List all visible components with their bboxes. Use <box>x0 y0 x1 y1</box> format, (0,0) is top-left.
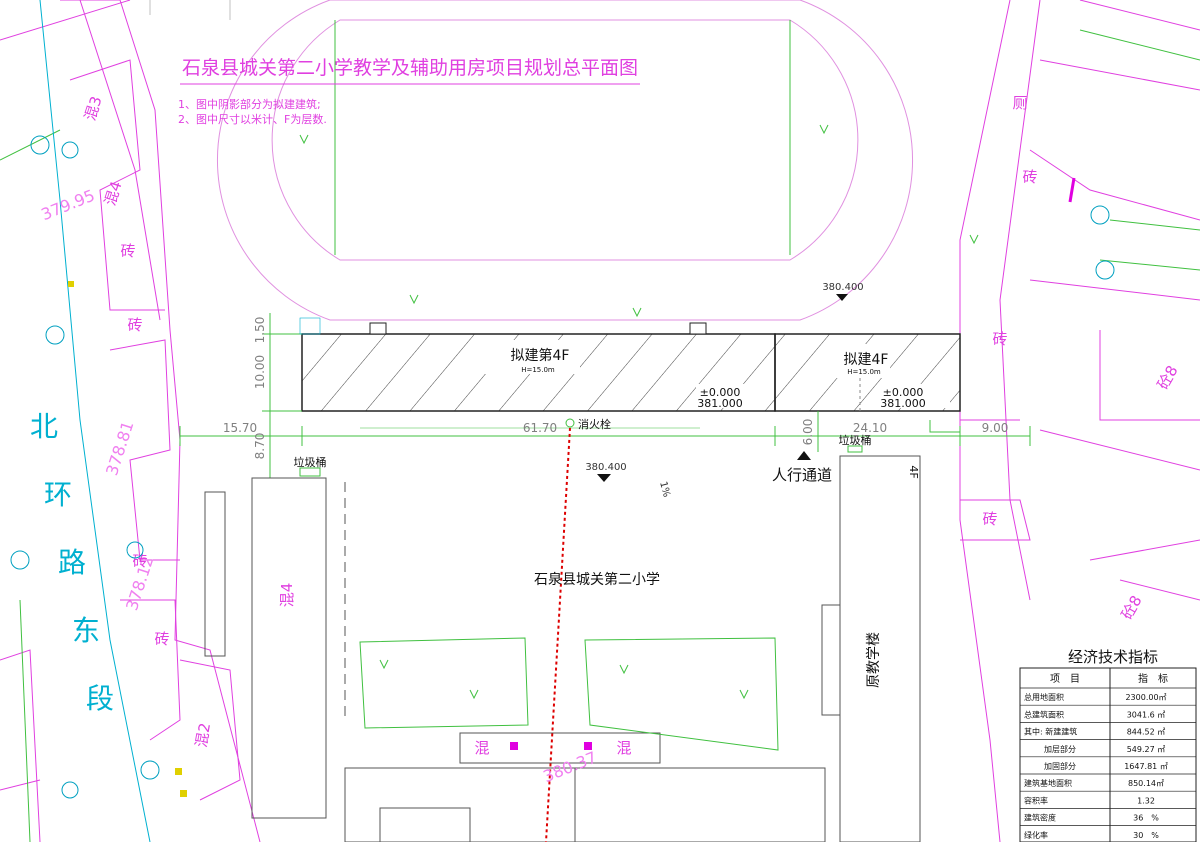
school-label: 石泉县城关第二小学 <box>534 571 660 588</box>
label-zhuan-east-1: 砖 <box>1022 168 1037 186</box>
tree-symbols <box>10 135 1119 799</box>
dimension-lines <box>179 313 1031 478</box>
dim-1-50: 1.50 <box>253 317 267 344</box>
proposed-east-elev-abs: 381.000 <box>880 397 926 410</box>
econ-row-value: 2300.00㎡ <box>1125 693 1166 702</box>
label-hun-1: 混 <box>474 739 489 757</box>
proposed-west-height: H=15.0m <box>521 366 555 374</box>
label-tong-1: 砼8 <box>1154 362 1182 392</box>
pedestrian-arrow <box>797 451 811 460</box>
econ-row-item: 其中: 新建建筑 <box>1024 727 1077 737</box>
label-zhuan-east-2: 砖 <box>992 330 1007 348</box>
econ-row-value: 1647.81 ㎡ <box>1124 762 1168 771</box>
econ-header-value: 指 标 <box>1138 672 1168 685</box>
elev-378-81: 378.81 <box>102 419 137 478</box>
west-road-greenline <box>0 129 61 842</box>
elev-school: 380.400 <box>585 462 626 473</box>
west-elev-bg <box>696 384 766 408</box>
label-hun2: 混2 <box>192 721 214 748</box>
dim-24-10: 24.10 <box>853 421 887 435</box>
dim-15-70: 15.70 <box>223 421 257 435</box>
proposed-west-elev-abs: 381.000 <box>697 397 743 410</box>
proposed-west-elev-design: ±0.000 <box>700 386 741 399</box>
marker-square-2 <box>584 742 592 750</box>
drawing-title: 石泉县城关第二小学教学及辅助用房项目规划总平面图 <box>182 57 638 79</box>
econ-row-value: 844.52 ㎡ <box>1127 728 1166 737</box>
road-char-5: 段 <box>86 682 114 715</box>
road-char-1: 北 <box>30 410 58 443</box>
grass-marks <box>299 124 979 700</box>
road-char-3: 路 <box>58 546 86 579</box>
econ-row-value: 850.14㎡ <box>1128 779 1164 788</box>
label-hun4-school: 混4 <box>278 583 296 608</box>
existing-teaching-floors: 4F <box>907 465 920 478</box>
econ-row-value: 3041.6 ㎡ <box>1127 710 1166 719</box>
east-label-bg <box>835 344 890 378</box>
elev-north: 380.400 <box>822 282 863 293</box>
trash-west-label: 垃圾桶 <box>294 455 327 469</box>
east-greenline <box>1079 29 1200 271</box>
label-tong-2: 砼8 <box>1118 592 1146 622</box>
trash-east-label: 垃圾桶 <box>839 433 872 447</box>
econ-row-item: 总用地面积 <box>1024 692 1064 702</box>
existing-teaching-label: 原教学楼 <box>866 632 882 688</box>
elev-marker-school <box>597 474 611 482</box>
label-zhuan-4: 砖 <box>154 630 169 648</box>
east-elev-bg <box>880 384 950 408</box>
slope-label: 1% <box>657 480 672 498</box>
econ-row-item: 加层部分 <box>1044 744 1076 754</box>
label-hun3: 混3 <box>81 94 106 123</box>
east-marker <box>1068 177 1076 203</box>
note-1: 1、图中阴影部分为拟建建筑; <box>178 97 321 111</box>
dim-9-00: 9.00 <box>982 421 1009 435</box>
west-label-bg <box>470 340 580 374</box>
econ-row-item: 建筑基地面积 <box>1024 778 1072 788</box>
green-areas <box>359 637 779 751</box>
label-zhuan-2: 砖 <box>127 316 142 334</box>
note-2: 2、图中尺寸以米计、F为层数. <box>178 112 327 126</box>
econ-row-value: 1.32 <box>1137 796 1155 805</box>
label-ce: 厕 <box>1012 94 1027 112</box>
label-zhuan-3: 砖 <box>132 552 147 570</box>
econ-table-title: 经济技术指标 <box>1068 648 1158 666</box>
existing-buildings <box>204 317 921 842</box>
label-hun4-west: 混4 <box>101 179 126 208</box>
west-road-cyanline <box>39 0 151 842</box>
road-char-2: 环 <box>44 478 72 511</box>
label-zhuan-east-3: 砖 <box>982 510 997 528</box>
label-zhuan-1: 砖 <box>120 242 135 260</box>
west-boundaries <box>0 0 261 842</box>
econ-row-value: 36 % <box>1133 814 1159 823</box>
pedestrian-label: 人行通道 <box>772 466 832 484</box>
marker-square-1 <box>510 742 518 750</box>
elev-380-37: 380.37 <box>540 748 599 787</box>
hydrant-label: 消火栓 <box>578 417 611 431</box>
econ-row-value: 549.27 ㎡ <box>1127 745 1166 754</box>
road-char-4: 东 <box>72 614 100 647</box>
proposed-west-label: 拟建第4F <box>511 347 570 364</box>
running-track <box>149 0 913 321</box>
proposed-east-label: 拟建4F <box>844 352 889 368</box>
proposed-east-height: H=15.0m <box>847 368 881 376</box>
dim-6-00: 6.00 <box>801 419 815 446</box>
light-poles <box>68 281 187 797</box>
econ-row-item: 总建筑面积 <box>1024 709 1064 719</box>
dim-8-70: 8.70 <box>253 433 267 460</box>
hydrant-symbol <box>565 418 575 428</box>
econ-row-value: 30 % <box>1133 831 1159 840</box>
east-boundaries <box>959 0 1200 842</box>
econ-row-item: 容积率 <box>1024 795 1048 805</box>
elev-marker-north <box>836 294 848 301</box>
econ-row-item: 加固部分 <box>1044 761 1076 771</box>
elev-379-95: 379.95 <box>38 186 97 225</box>
dim-61-70: 61.70 <box>523 421 557 435</box>
label-hun-2: 混 <box>616 739 631 757</box>
dim-10-00: 10.00 <box>253 355 267 389</box>
econ-row-item: 建筑密度 <box>1024 813 1056 823</box>
econ-header-item: 项 目 <box>1050 673 1080 685</box>
econ-row-item: 绿化率 <box>1024 830 1048 840</box>
proposed-east-elev-design: ±0.000 <box>883 386 924 399</box>
